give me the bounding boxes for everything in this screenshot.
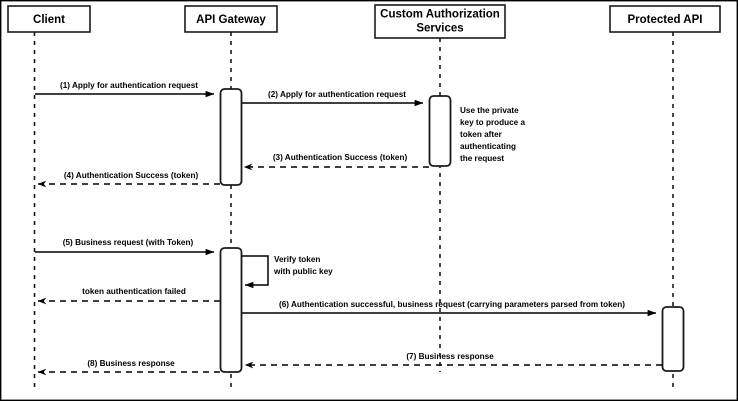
participant-label-custom-authorization-services-line1: Custom Authorization bbox=[380, 9, 500, 21]
activation-protected-api bbox=[661, 306, 685, 372]
participant-label-protected-api: Protected API bbox=[628, 14, 703, 26]
participant-label-api-gateway: API Gateway bbox=[196, 14, 266, 26]
participant-header-custom-authorization-services[interactable] bbox=[374, 4, 506, 39]
note-private-key-line-5: the request bbox=[460, 154, 504, 163]
message-label-4: (4) Authentication Success (token) bbox=[64, 171, 199, 180]
activation-api-gateway-business bbox=[219, 247, 243, 373]
note-private-key-line-2: key to produce a bbox=[460, 118, 526, 127]
note-private-key-line-4: authenticating bbox=[460, 142, 516, 151]
note-verify-token-line-1: Verify token bbox=[274, 255, 320, 264]
participant-header-protected-api[interactable] bbox=[609, 5, 721, 33]
participant-label-client: Client bbox=[33, 14, 65, 26]
message-label-2: (2) Apply for authentication request bbox=[268, 90, 406, 99]
message-label-7: (7) Business response bbox=[406, 352, 494, 361]
note-verify-token-line-2: with public key bbox=[273, 267, 333, 276]
message-label-6: (6) Authentication successful, business … bbox=[279, 300, 625, 309]
participant-label-custom-authorization-services-line2: Services bbox=[416, 23, 463, 35]
message-label-3: (3) Authentication Success (token) bbox=[273, 153, 408, 162]
activation-custom-auth-service bbox=[428, 95, 452, 167]
participant-header-api-gateway[interactable] bbox=[184, 5, 278, 33]
self-message-verify-token bbox=[242, 255, 269, 289]
note-private-key-line-1: Use the private bbox=[460, 106, 519, 115]
message-label-8: (8) Business response bbox=[87, 359, 175, 368]
activation-api-gateway-auth bbox=[219, 88, 243, 186]
note-private-key-line-3: token after bbox=[460, 130, 503, 139]
message-label-token-authentication-failed: token authentication failed bbox=[82, 287, 186, 296]
message-label-5: (5) Business request (with Token) bbox=[63, 238, 194, 247]
message-label-1: (1) Apply for authentication request bbox=[60, 81, 198, 90]
participant-header-client[interactable] bbox=[7, 5, 91, 33]
